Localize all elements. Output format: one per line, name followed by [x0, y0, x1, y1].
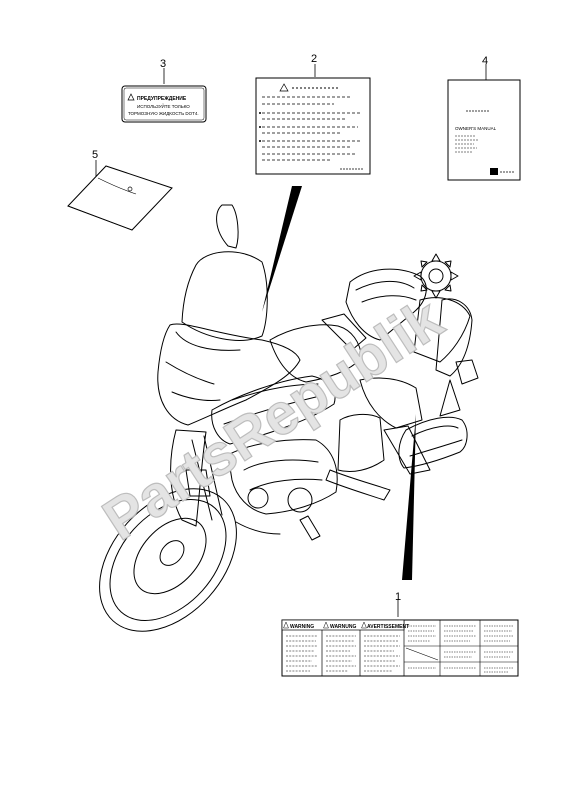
- warning-triangle-icon: [279, 83, 289, 92]
- leader-wedge-2: [262, 186, 302, 312]
- label-1-warning-set: WARNING WARNUNG AVERTISSEMENT: [281, 619, 519, 677]
- item-4-owners-manual: OWNER'S MANUAL: [447, 79, 521, 181]
- label-3-line-1: ИСПОЛЬЗУЙТЕ ТОЛЬКО: [137, 102, 190, 109]
- callout-2: 2: [311, 53, 317, 65]
- label-3-line-2: ТОРМОЗНУЮ ЖИДКОСТЬ DOT4.: [128, 111, 199, 116]
- callout-5: 5: [92, 149, 98, 161]
- leader-wedge-1: [402, 414, 416, 580]
- callout-1: 1: [395, 591, 401, 603]
- label-2-information: [255, 77, 371, 175]
- manual-logo-icon: [490, 168, 498, 175]
- envelope-mark-icon: [127, 186, 133, 192]
- callout-4: 4: [482, 55, 488, 67]
- warning-heading-2: WARNUNG: [330, 624, 356, 630]
- callout-3: 3: [160, 58, 166, 70]
- item-5-document-envelope: [67, 165, 173, 231]
- manual-title: OWNER'S MANUAL: [455, 126, 497, 131]
- label-3-heading: ПРЕДУПРЕЖДЕНИЕ: [137, 96, 187, 102]
- warning-heading-1: WARNING: [290, 624, 314, 630]
- motorcycle-outline: [99, 204, 479, 632]
- label-3-brake-fluid-warning: ПРЕДУПРЕЖДЕНИЕ ИСПОЛЬЗУЙТЕ ТОЛЬКО ТОРМОЗ…: [121, 85, 207, 123]
- warning-triangle-icon: [361, 621, 367, 629]
- warning-heading-3: AVERTISSEMENT: [367, 624, 409, 630]
- warning-triangle-icon: [283, 621, 289, 629]
- warning-triangle-icon: [323, 621, 329, 629]
- leader-lines: [95, 64, 487, 617]
- warning-triangle-icon: [127, 93, 135, 101]
